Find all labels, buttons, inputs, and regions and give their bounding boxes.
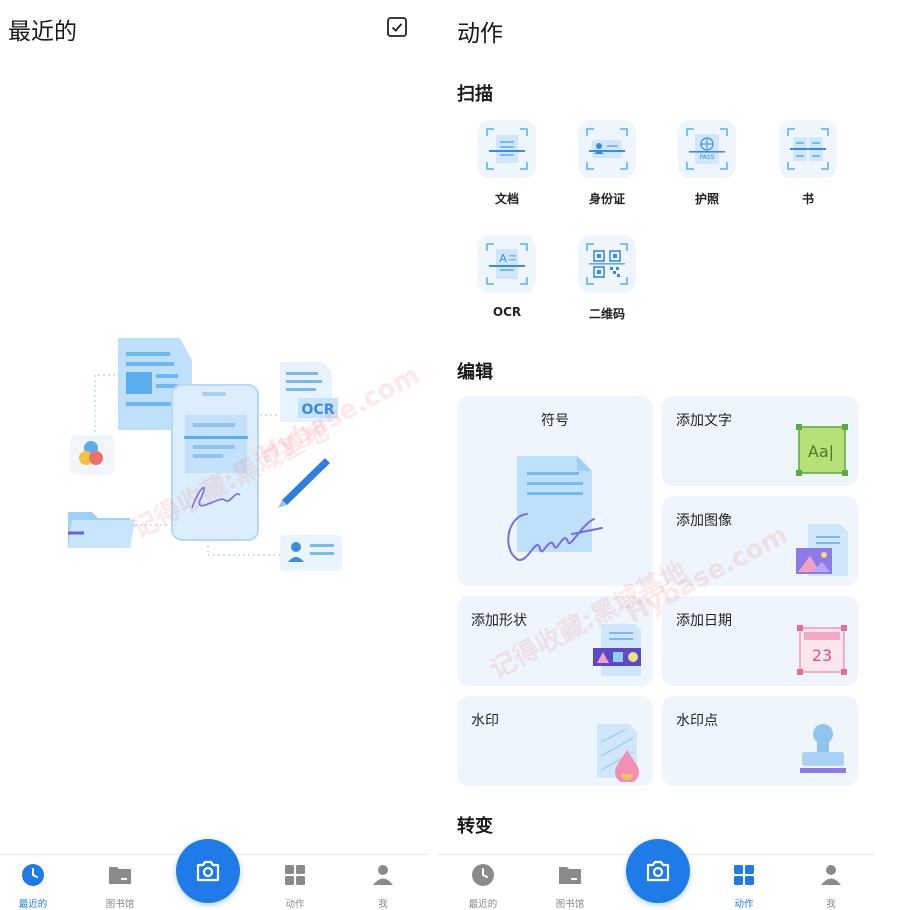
tab-recent[interactable]: 最近的	[453, 863, 513, 910]
tab-me[interactable]: 我	[353, 863, 413, 910]
edit-add-image[interactable]: 添加图像	[662, 496, 858, 586]
convert-section-title: 转变	[457, 816, 493, 837]
edit-signature[interactable]: 符号	[457, 396, 653, 586]
empty-state-illustration: OCR	[68, 338, 342, 571]
tab-me[interactable]: 我	[801, 863, 861, 910]
watermark-icon	[597, 724, 639, 782]
add-image-icon	[796, 524, 848, 576]
edit-add-text[interactable]: 添加文字 Aa|	[662, 396, 858, 486]
recent-screen: 最近的	[0, 0, 428, 910]
document-scan-icon	[486, 128, 528, 170]
scan-book[interactable]: 书	[768, 120, 848, 207]
scan-ocr[interactable]: A OCR	[467, 235, 547, 319]
add-shape-icon	[593, 624, 641, 676]
camera-button[interactable]	[176, 839, 240, 903]
signature-icon	[507, 456, 603, 561]
svg-text:A: A	[499, 252, 507, 265]
stamp-icon	[800, 724, 846, 773]
edit-watermark-stamp[interactable]: 水印点	[662, 696, 858, 786]
edit-add-date[interactable]: 添加日期 23	[662, 596, 858, 686]
svg-text:23: 23	[812, 646, 832, 665]
scan-qr-code[interactable]: 二维码	[567, 235, 647, 322]
qr-code-scan-icon	[586, 243, 628, 285]
bottom-tab-bar: 最近的 图书馆 动作	[0, 839, 428, 910]
tab-actions[interactable]: 动作	[265, 863, 325, 910]
edit-section-title: 编辑	[457, 362, 493, 383]
person-icon	[821, 865, 841, 885]
scan-passport[interactable]: PASS 护照	[667, 120, 747, 207]
camera-button[interactable]	[626, 839, 690, 903]
grid-icon	[285, 865, 305, 885]
ocr-scan-icon: A	[486, 243, 528, 285]
camera-icon	[646, 860, 670, 882]
scan-document[interactable]: 文档	[467, 120, 547, 207]
ocr-label: OCR	[302, 402, 335, 418]
page-title: 最近的	[8, 19, 77, 45]
edit-add-shape[interactable]: 添加形状	[457, 596, 653, 686]
scan-id-card[interactable]: 身份证	[567, 120, 647, 207]
bottom-tab-bar: 最近的 图书馆 动作	[438, 839, 875, 910]
folder-icon	[559, 867, 581, 884]
edit-watermark[interactable]: 水印	[457, 696, 653, 786]
add-date-icon: 23	[797, 625, 847, 675]
camera-icon	[196, 860, 220, 882]
scan-section-title: 扫描	[457, 84, 493, 105]
svg-text:Aa|: Aa|	[808, 442, 834, 461]
id-card-scan-icon	[586, 128, 628, 170]
tab-recent[interactable]: 最近的	[3, 863, 63, 910]
clock-icon	[472, 864, 494, 886]
page-title: 动作	[457, 21, 503, 47]
actions-screen: 动作 扫描 文档 身份证	[438, 0, 875, 910]
clock-icon	[22, 864, 44, 886]
tab-library[interactable]: 图书馆	[90, 863, 150, 910]
svg-text:PASS: PASS	[700, 154, 715, 161]
tab-library[interactable]: 图书馆	[540, 863, 600, 910]
person-icon	[373, 865, 393, 885]
book-scan-icon	[787, 128, 829, 170]
select-checkbox-icon[interactable]	[386, 16, 408, 38]
grid-icon	[734, 865, 754, 885]
add-text-icon: Aa|	[796, 424, 848, 476]
passport-scan-icon: PASS	[686, 128, 728, 170]
tab-actions[interactable]: 动作	[714, 863, 774, 910]
folder-icon	[109, 867, 131, 884]
